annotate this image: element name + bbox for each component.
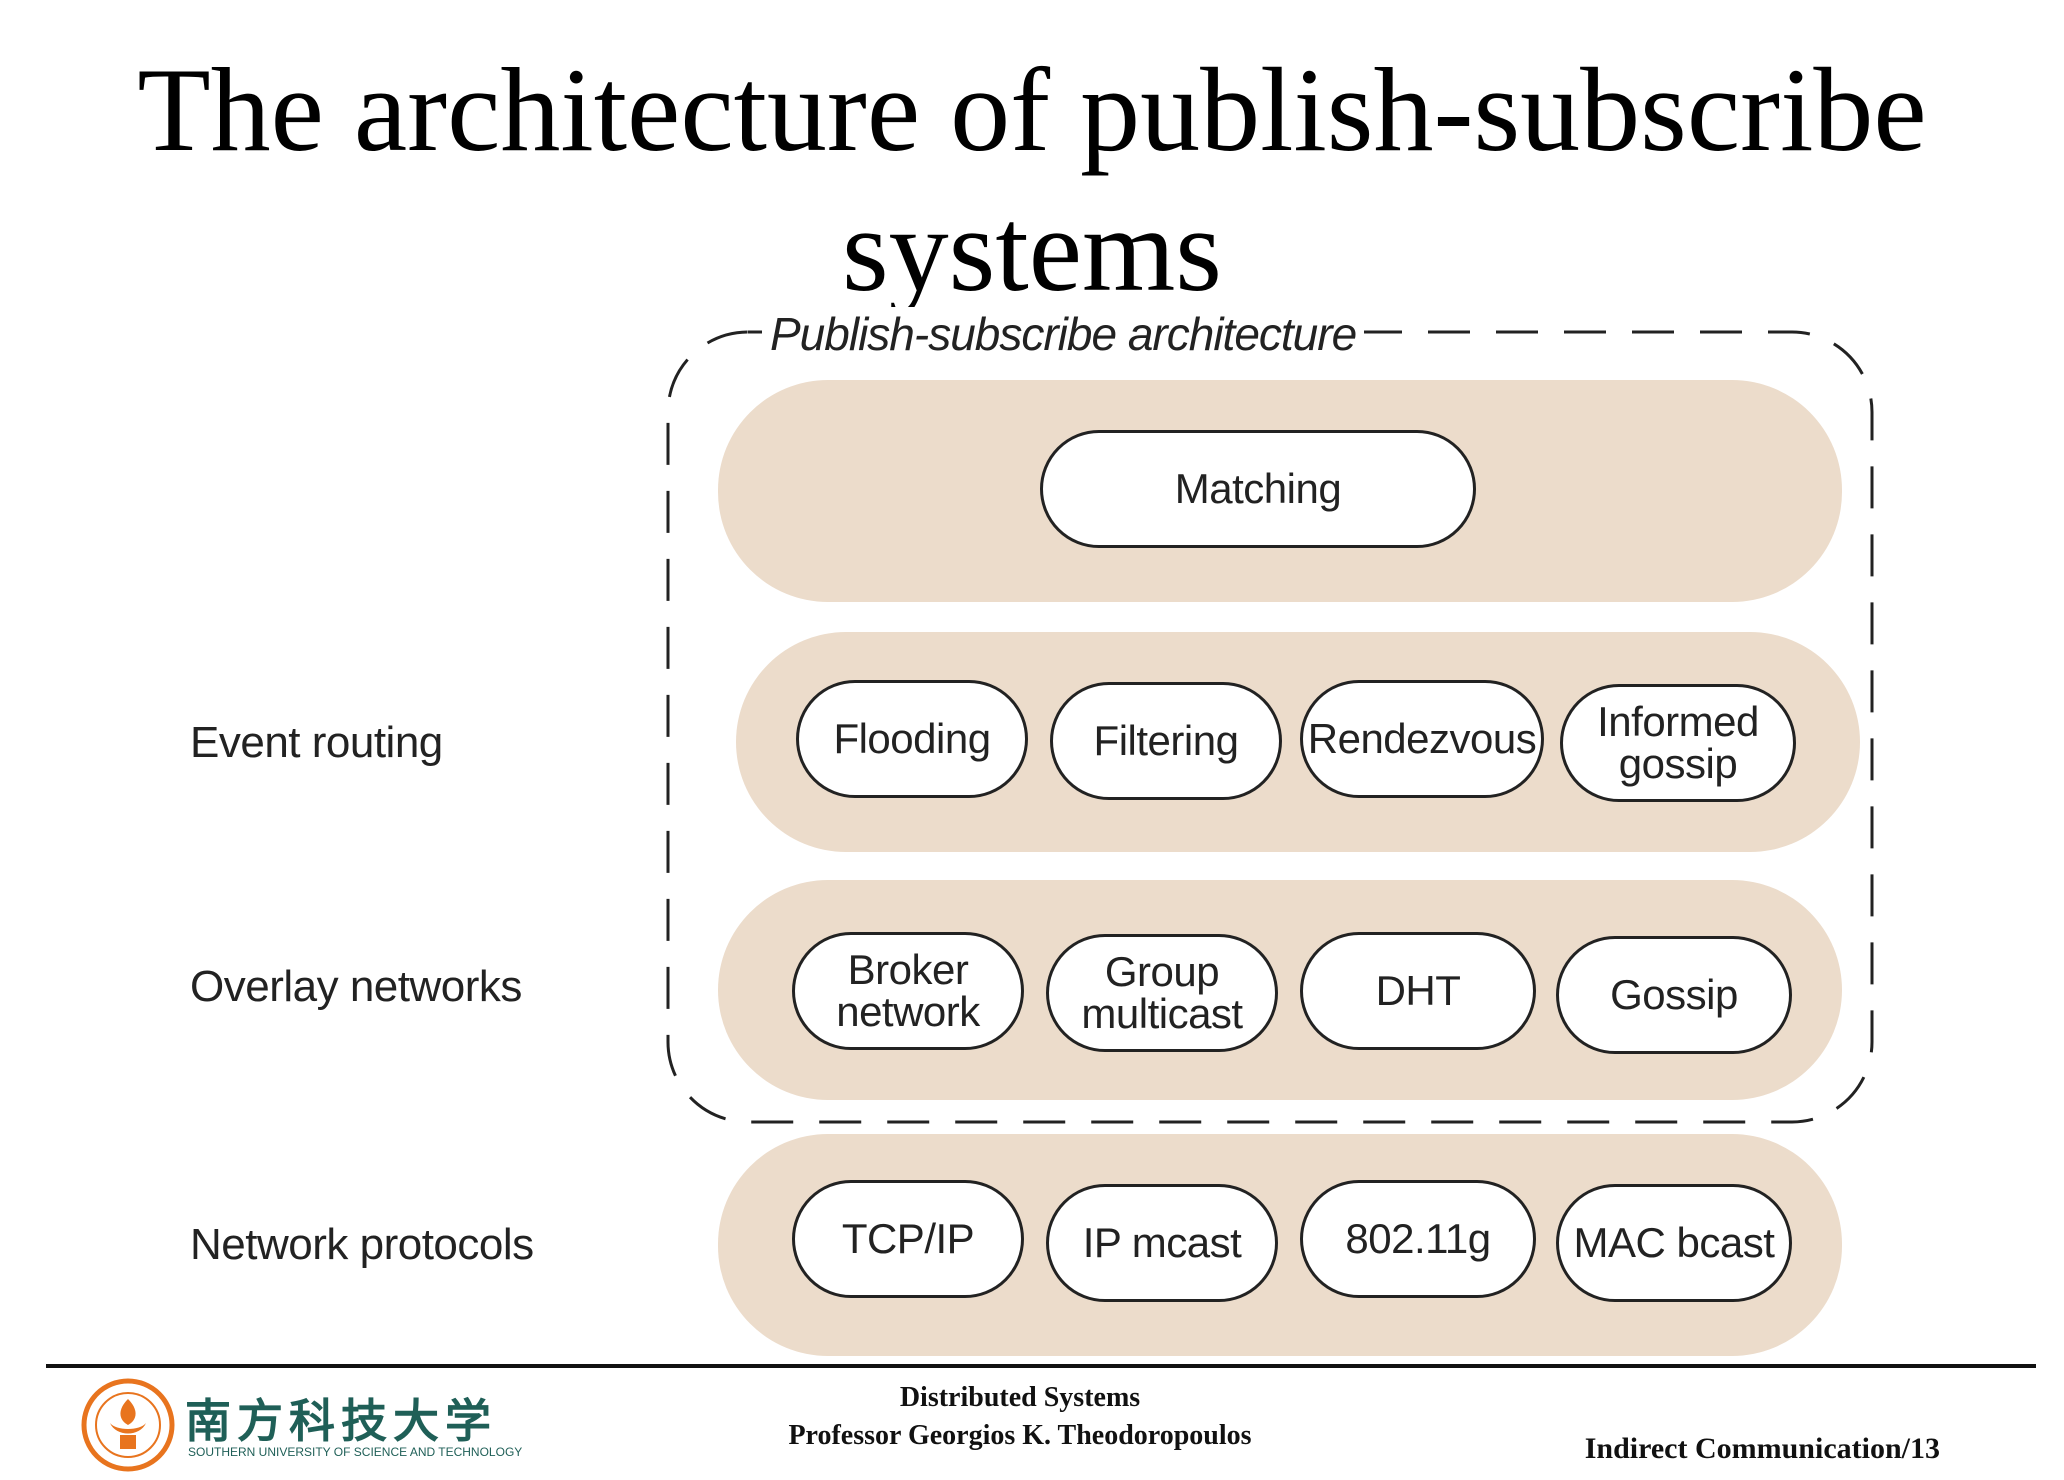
node-label: Filtering — [1093, 717, 1239, 764]
university-name-en: SOUTHERN UNIVERSITY OF SCIENCE AND TECHN… — [188, 1445, 523, 1459]
node-ip-mcast: IP mcast — [1046, 1184, 1278, 1302]
node-802-11g: 802.11g — [1300, 1180, 1536, 1298]
layer-label-event-routing: Event routing — [190, 718, 443, 767]
node-label: TCP/IP — [841, 1215, 975, 1262]
layer-label-overlay-networks: Overlay networks — [190, 962, 522, 1011]
node-label-line-1: Broker — [847, 946, 969, 993]
slide-title: The architecture of publish-subscribe sy… — [0, 40, 2064, 320]
node-label: Matching — [1174, 465, 1342, 512]
slide-title-line-1: The architecture of publish-subscribe — [137, 43, 1927, 176]
node-flooding: Flooding — [796, 680, 1028, 798]
node-label: Flooding — [833, 715, 991, 762]
footer-course: Distributed Systems — [899, 1382, 1141, 1413]
node-label: DHT — [1375, 967, 1461, 1014]
architecture-label: Publish-subscribe architecture — [762, 307, 1365, 361]
footer-divider — [46, 1364, 2036, 1368]
node-label: IP mcast — [1082, 1219, 1242, 1266]
node-dht: DHT — [1300, 932, 1536, 1050]
node-label-line-1: Informed — [1597, 698, 1759, 745]
node-label: 802.11g — [1345, 1215, 1491, 1262]
node-label: MAC bcast — [1573, 1219, 1775, 1266]
node-tcp-ip: TCP/IP — [792, 1180, 1024, 1298]
node-filtering: Filtering — [1050, 682, 1282, 800]
node-mac-bcast: MAC bcast — [1556, 1184, 1792, 1302]
node-label-line-2: gossip — [1618, 740, 1738, 787]
node-broker-network: Broker network — [792, 932, 1024, 1050]
node-group-multicast: Group multicast — [1046, 934, 1278, 1052]
node-label: Rendezvous — [1307, 715, 1537, 762]
university-emblem-icon — [81, 1378, 175, 1472]
node-label-line-2: multicast — [1081, 990, 1243, 1037]
node-label: Gossip — [1610, 971, 1738, 1018]
node-label-line-1: Group — [1104, 948, 1220, 995]
node-label-line-2: network — [836, 988, 980, 1035]
layer-label-network-protocols: Network protocols — [190, 1220, 534, 1269]
slide-title-line-2: systems — [841, 183, 1223, 316]
footer-slide-ref: Indirect Communication/13 — [1584, 1432, 1940, 1465]
university-logo: 南方科技大学 SOUTHERN UNIVERSITY OF SCIENCE AN… — [80, 1375, 522, 1475]
node-gossip: Gossip — [1556, 936, 1792, 1054]
node-rendezvous: Rendezvous — [1300, 680, 1544, 798]
university-name-cn: 南方科技大学 — [185, 1394, 497, 1448]
node-informed-gossip: Informed gossip — [1560, 684, 1796, 802]
footer-professor: Professor Georgios K. Theodoropoulos — [788, 1420, 1252, 1451]
node-matching: Matching — [1040, 430, 1476, 548]
